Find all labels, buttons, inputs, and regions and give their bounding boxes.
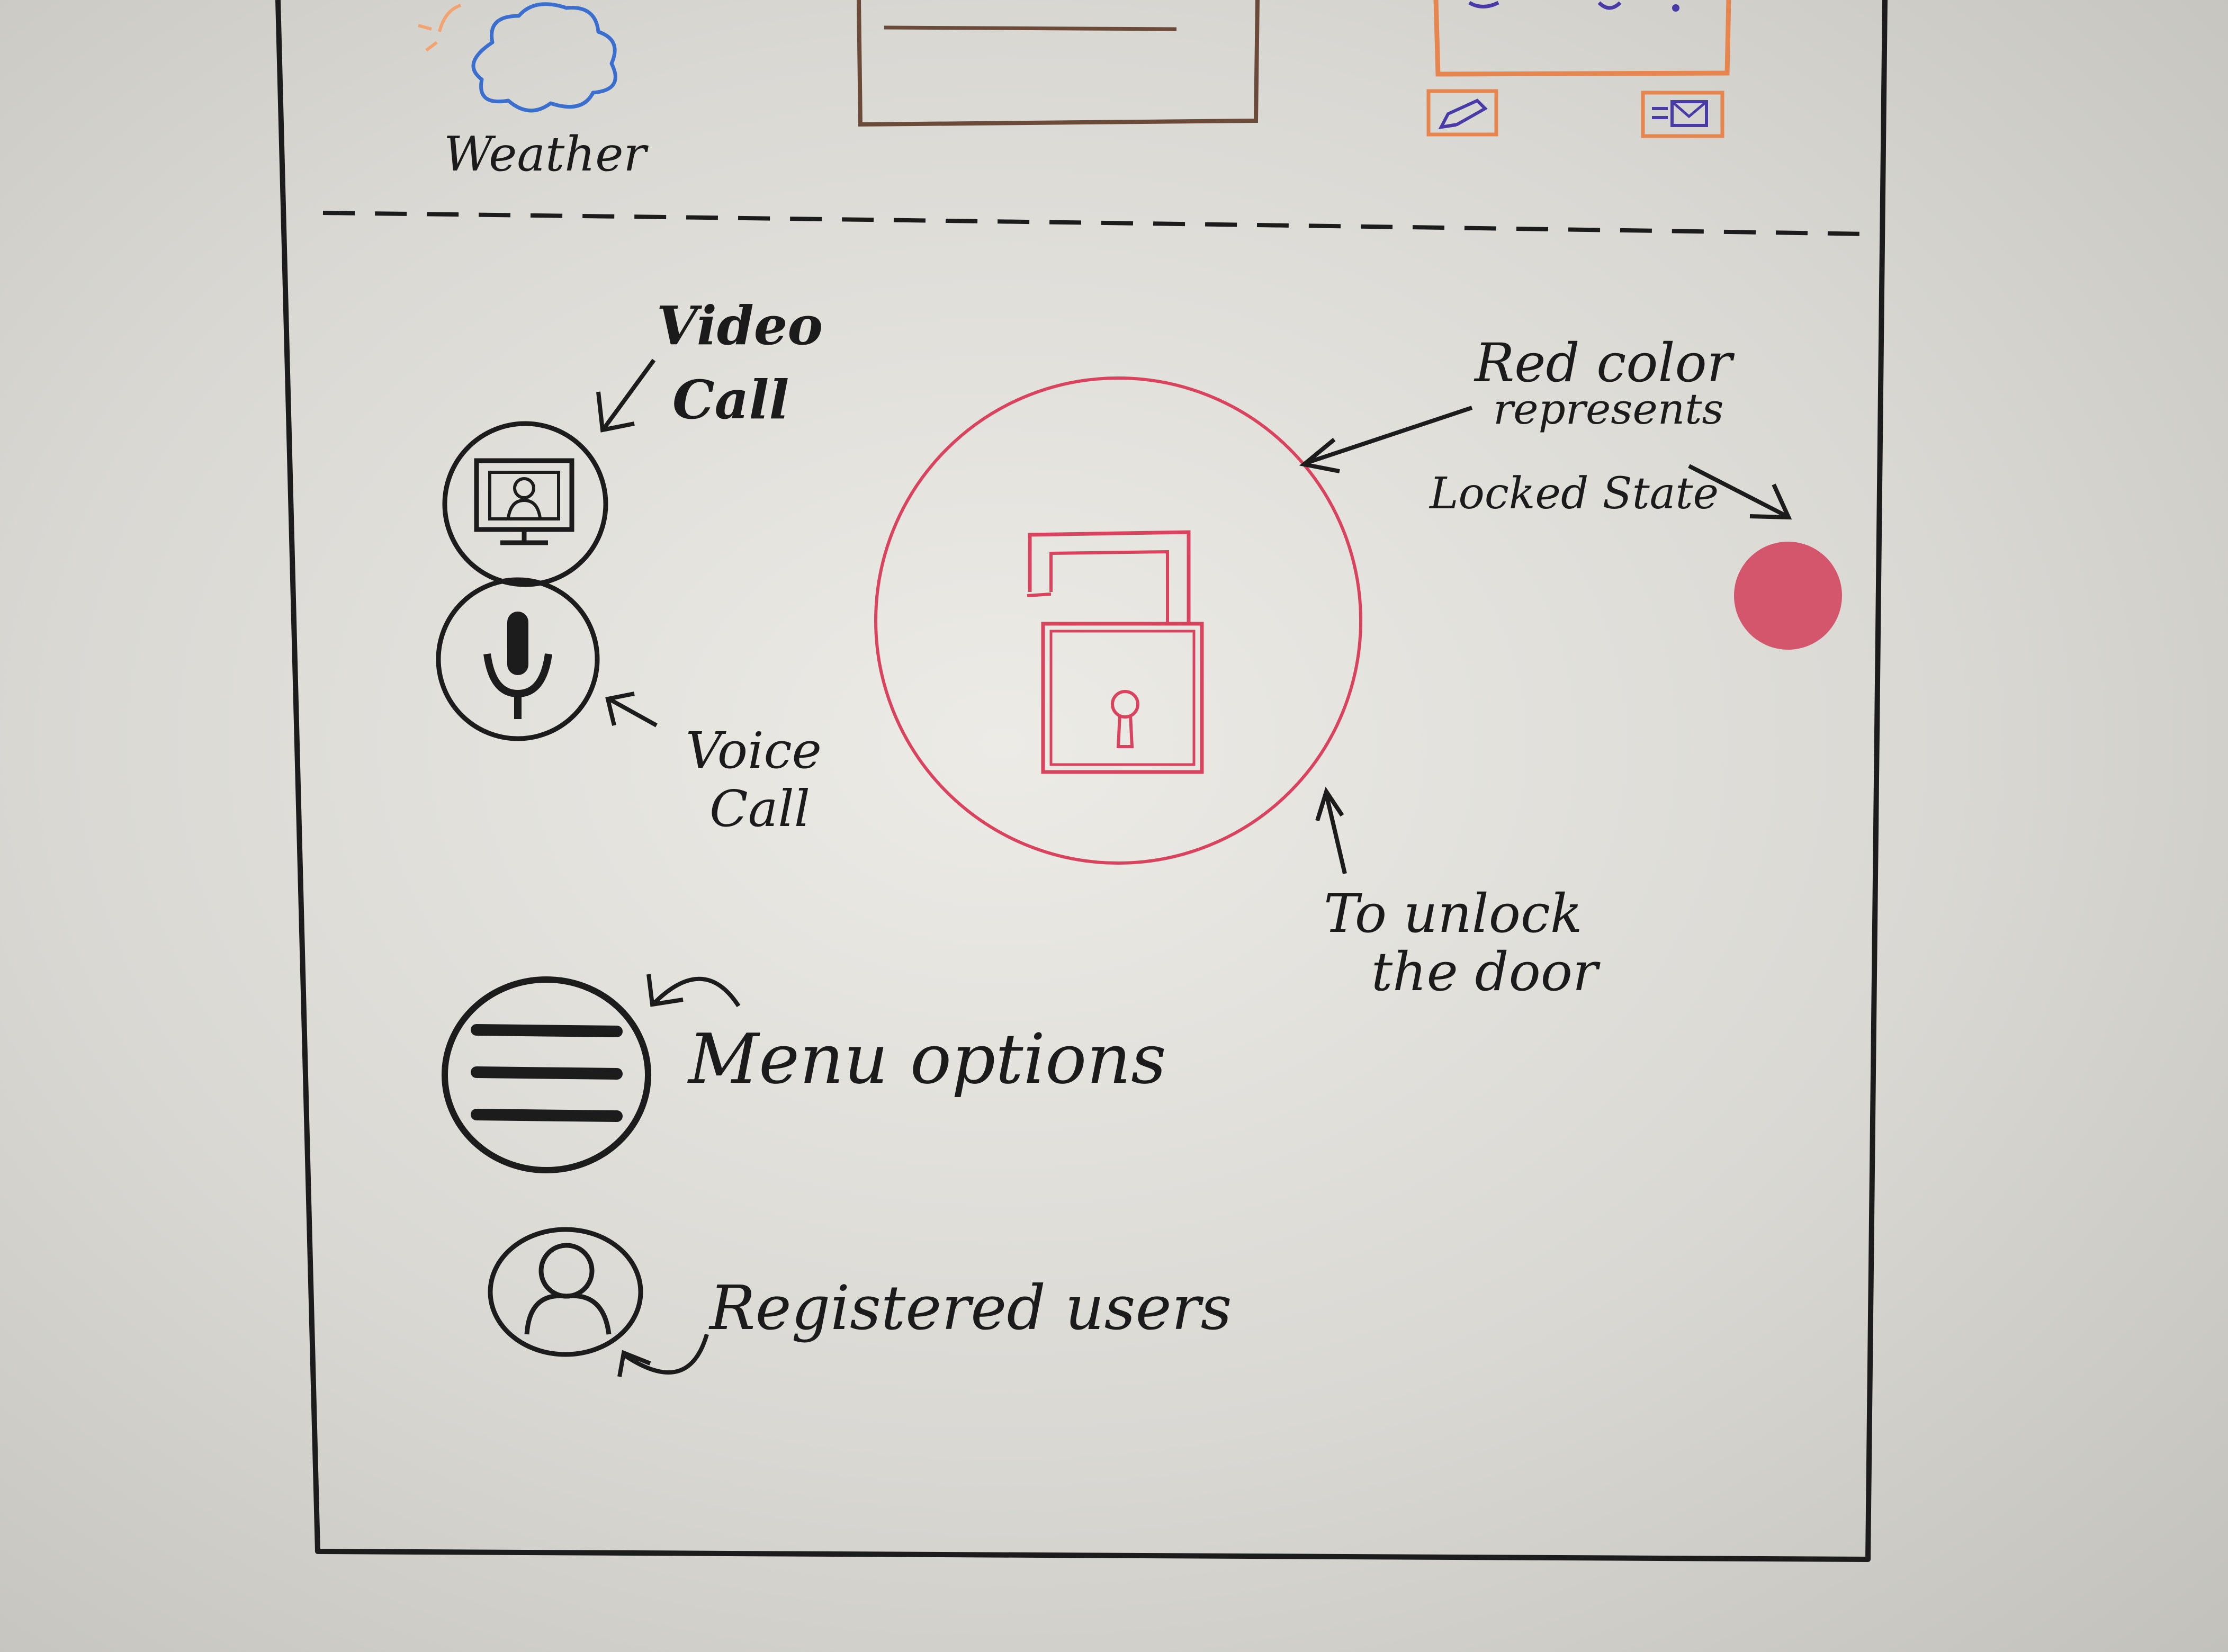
unlock-annotation: To unlock the door: [1315, 786, 1601, 1003]
svg-text:Call: Call: [709, 780, 810, 838]
arrow-icon: [1315, 786, 1347, 874]
pencil-icon: [1438, 98, 1488, 129]
menu-icon: [471, 1024, 623, 1122]
svg-text:Red color: Red color: [1474, 332, 1735, 394]
menu-button[interactable]: [442, 976, 651, 1173]
svg-text:Locked State: Locked State: [1429, 469, 1719, 519]
mail-button[interactable]: [1641, 91, 1724, 138]
user-icon: [524, 1243, 612, 1335]
locked-state-legend: Red color represents Locked State: [1299, 332, 1842, 650]
svg-text:Video: Video: [657, 294, 823, 357]
voice-call-annotation: Voice Call: [605, 692, 822, 838]
center-card[interactable]: [857, 0, 1260, 127]
registered-users-button[interactable]: [488, 1227, 643, 1357]
arrow-icon: [646, 974, 741, 1008]
locked-state-dot: [1734, 542, 1842, 650]
svg-text:To unlock: To unlock: [1324, 883, 1583, 945]
video-call-icon: [474, 458, 574, 545]
arrow-icon: [1688, 464, 1792, 520]
mail-icon: [1652, 100, 1708, 127]
arrow-icon: [1299, 406, 1473, 473]
svg-text:Voice: Voice: [686, 722, 822, 780]
voice-call-button[interactable]: [436, 577, 600, 741]
arrow-icon: [617, 1333, 709, 1377]
svg-text:Call: Call: [672, 369, 789, 431]
message-card[interactable]: [1433, 0, 1731, 77]
microphone-icon: [483, 612, 552, 719]
svg-text:Registered users: Registered users: [708, 1273, 1232, 1344]
arrow-icon: [605, 692, 658, 728]
weather-label: Weather: [444, 127, 649, 182]
screen-frame: [275, 0, 1888, 1562]
arrow-icon: [596, 358, 656, 433]
svg-text:represents: represents: [1493, 384, 1724, 434]
svg-text:the door: the door: [1371, 941, 1601, 1003]
cloud-sun-icon: [418, 2, 617, 113]
menu-annotation: Menu options: [646, 974, 1166, 1099]
video-call-annotation: Video Call: [596, 294, 823, 433]
padlock-icon: [1027, 530, 1204, 774]
video-call-button[interactable]: [442, 421, 608, 587]
unlock-door-button[interactable]: [874, 376, 1362, 865]
section-divider: [322, 211, 1870, 236]
weather-widget[interactable]: Weather: [418, 2, 649, 182]
edit-button[interactable]: [1426, 89, 1498, 137]
users-annotation: Registered users: [617, 1273, 1232, 1377]
svg-text:Menu options: Menu options: [687, 1019, 1166, 1099]
